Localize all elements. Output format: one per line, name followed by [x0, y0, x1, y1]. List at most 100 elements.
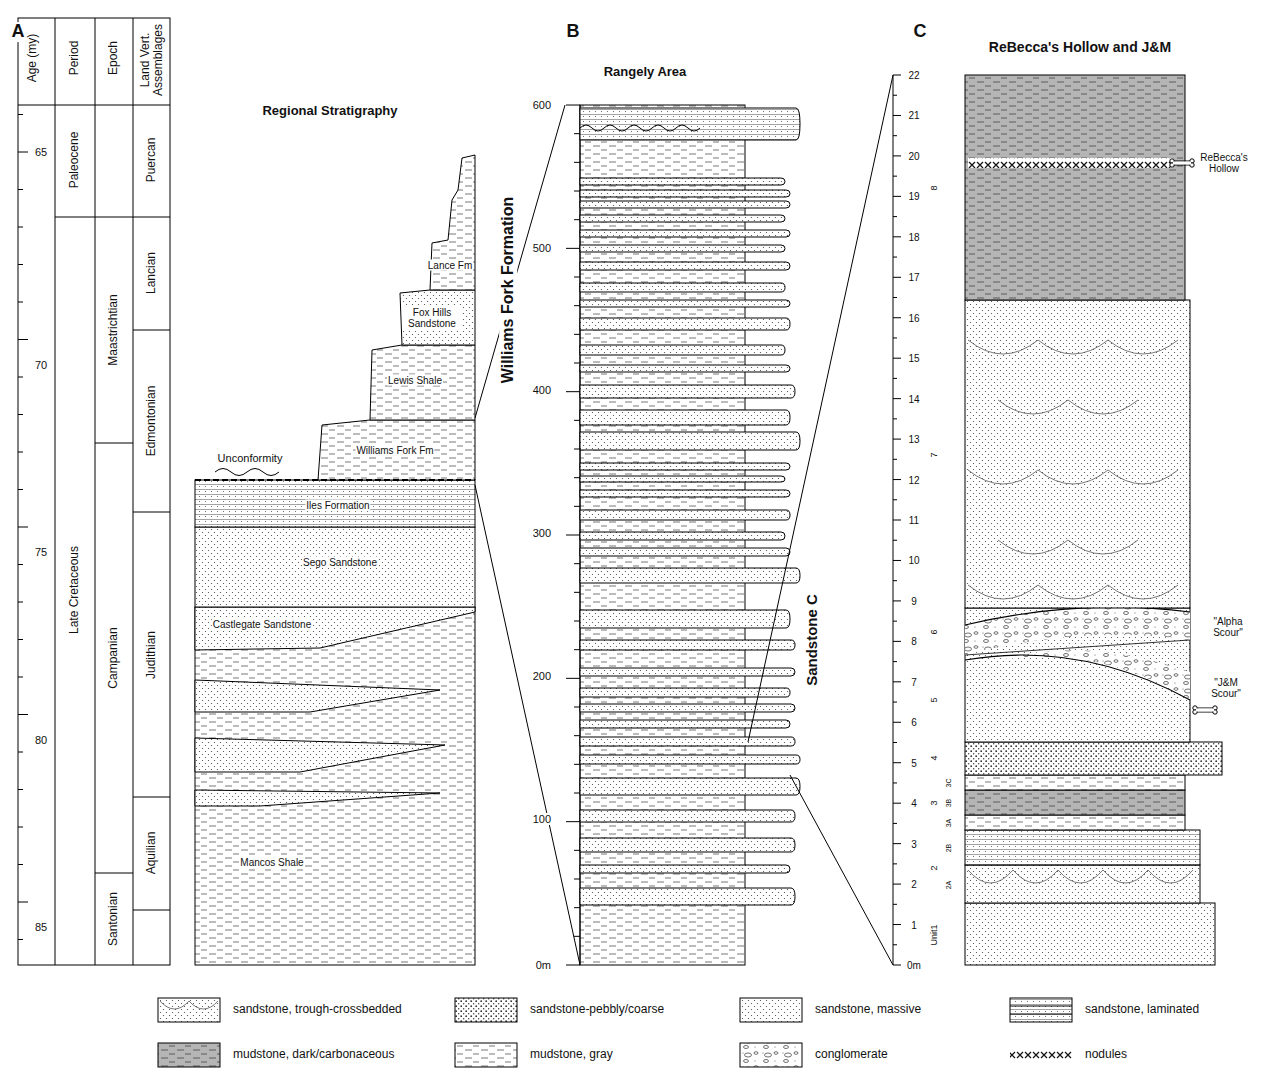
- label: Lance Fm: [427, 260, 473, 271]
- label: 14: [907, 393, 920, 404]
- age-tick: [18, 152, 28, 153]
- sandstone-bed: [580, 178, 785, 185]
- axis-tick: [893, 863, 897, 864]
- label: 4: [930, 754, 940, 761]
- axis-tick: [893, 621, 897, 622]
- lamina: [1010, 1014, 1072, 1015]
- label: Unit1: [930, 923, 940, 946]
- sandstone-bed: [580, 300, 790, 307]
- label: 400: [532, 384, 552, 396]
- axis-tick: [893, 904, 897, 905]
- label: 5: [910, 757, 918, 768]
- sandstone-bed: [580, 720, 790, 728]
- axis-tick: [893, 257, 897, 258]
- axis-tick: [574, 477, 580, 478]
- lewis-shale: [370, 345, 475, 420]
- axis-tick: [893, 297, 897, 298]
- label: Mancos Shale: [239, 857, 304, 868]
- axis-tick: [574, 879, 580, 880]
- axis-tick: [566, 965, 580, 966]
- axis-tick: [566, 248, 580, 249]
- axis-tick: [566, 678, 580, 679]
- label: Judithian: [145, 630, 158, 680]
- label: Castlegate Sandstone: [212, 619, 312, 630]
- label: Williams Fork Formation: [499, 196, 517, 385]
- label: Age (my): [26, 33, 39, 84]
- legend-swatch: [455, 998, 517, 1022]
- label: A: [11, 22, 26, 42]
- trough-arc: [1013, 870, 1058, 883]
- label: 100: [532, 813, 552, 825]
- trough-arc: [968, 870, 1013, 883]
- label: Unconformity: [217, 452, 284, 464]
- label: 75: [34, 546, 48, 558]
- axis-tick: [893, 75, 901, 76]
- trough-arc: [1038, 470, 1108, 484]
- age-tick: [18, 827, 23, 828]
- axis-tick: [574, 707, 580, 708]
- unit-3c: [965, 775, 1185, 790]
- age-tick: [18, 114, 23, 115]
- sandstone-bed: [580, 888, 795, 905]
- legend-swatch: [455, 1043, 517, 1067]
- nodule-horizon: [968, 158, 1173, 168]
- sandstone-bed: [580, 838, 795, 852]
- label: Rangely Area: [603, 65, 688, 79]
- time-table: [18, 18, 170, 965]
- label: Puercan: [145, 137, 158, 184]
- axis-tick: [893, 884, 901, 885]
- label: 21: [907, 110, 920, 121]
- age-tick: [18, 677, 23, 678]
- label: 200: [532, 670, 552, 682]
- unit-1: [965, 903, 1215, 965]
- axis-tick: [893, 418, 897, 419]
- label: 2B: [945, 843, 953, 854]
- table-line: [133, 330, 170, 331]
- unit-5-6: [965, 608, 1190, 742]
- label: Lewis Shale: [387, 375, 443, 386]
- legend-text: sandstone, trough-crossbedded: [232, 1003, 403, 1016]
- unit-3a: [965, 815, 1185, 830]
- label: 3A: [945, 818, 953, 829]
- axis-tick: [893, 762, 901, 763]
- williams-fork-fm: [318, 420, 475, 480]
- legend-text: sandstone, laminated: [1084, 1003, 1200, 1016]
- axis-tick: [893, 702, 897, 703]
- sandstone-bed: [580, 510, 790, 520]
- axis-tick: [893, 236, 901, 237]
- label: 65: [34, 146, 48, 158]
- trough-arc: [998, 540, 1068, 554]
- sandstone-bed: [580, 230, 790, 237]
- alpha-scour-fill: [965, 607, 1190, 655]
- label: 3B: [945, 798, 953, 809]
- sandstone-bed: [580, 215, 785, 222]
- axis-tick: [893, 479, 901, 480]
- trough-arc: [998, 400, 1068, 414]
- mancos-shale: [195, 607, 475, 965]
- label: 10: [907, 555, 920, 566]
- sandstone-bed: [580, 345, 785, 355]
- axis-tick: [893, 398, 901, 399]
- label: 17: [907, 272, 920, 283]
- label: 500: [532, 242, 552, 254]
- table-line: [18, 105, 170, 106]
- axis-tick: [574, 621, 580, 622]
- trough-arc: [1068, 540, 1138, 554]
- age-tick: [18, 264, 23, 265]
- label: Edmontonian: [145, 385, 158, 458]
- axis-tick: [574, 420, 580, 421]
- label: 7: [910, 676, 918, 687]
- axis-tick: [893, 439, 901, 440]
- sandstone-bed: [580, 262, 790, 270]
- jm-scour-fill: [1000, 650, 1190, 700]
- axis-tick: [893, 216, 897, 217]
- sandstone-bed: [580, 568, 800, 583]
- label: Campanian: [107, 626, 120, 689]
- label: 3: [930, 799, 940, 806]
- age-tick: [18, 414, 23, 415]
- axis-tick: [893, 540, 897, 541]
- table-line: [95, 443, 133, 444]
- axis-tick: [893, 459, 897, 460]
- sandstone-bed: [580, 755, 800, 764]
